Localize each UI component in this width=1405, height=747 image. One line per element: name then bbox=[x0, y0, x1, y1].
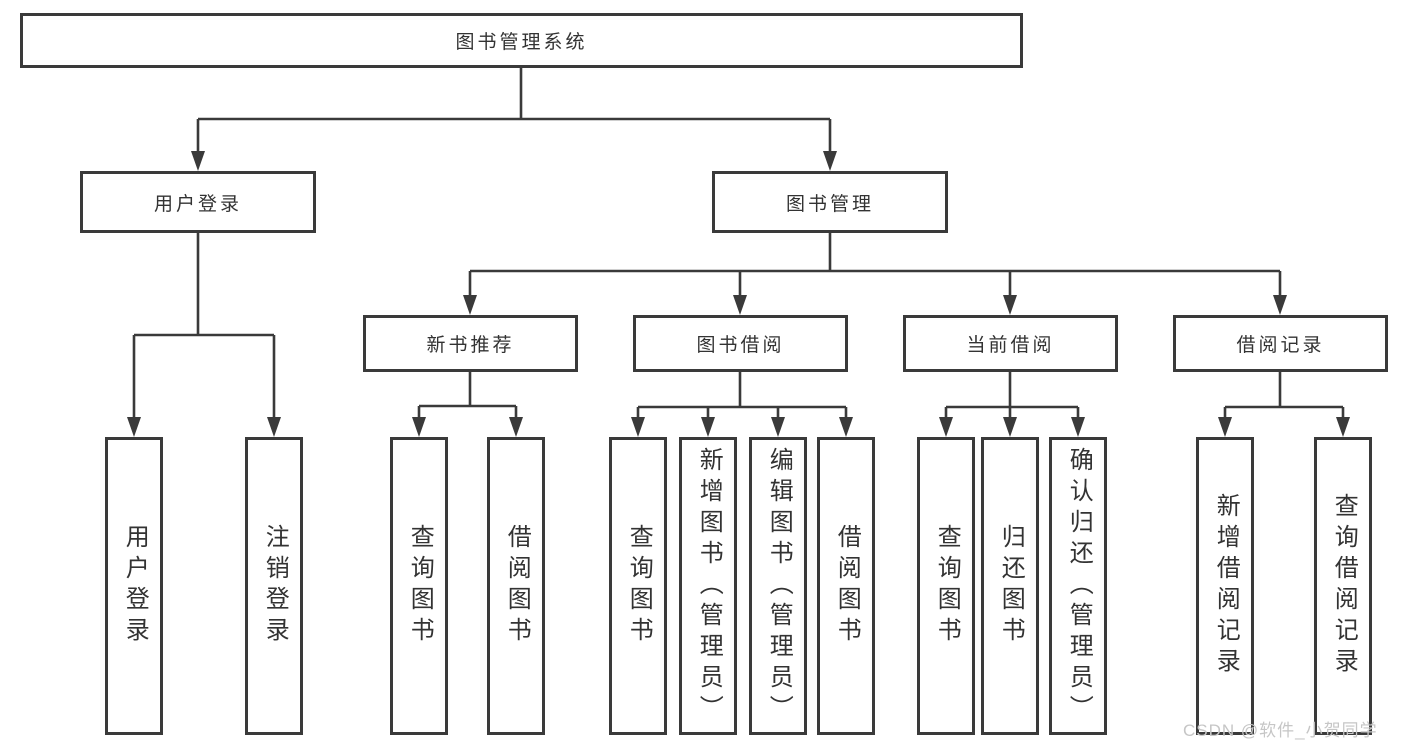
leaf-label: 注销登录 bbox=[261, 524, 289, 648]
leaf-borrow-books-recommend: 借阅图书 bbox=[487, 437, 545, 735]
leaf-label: 查询借阅记录 bbox=[1330, 493, 1358, 679]
node-current-borrowing: 当前借阅 bbox=[903, 315, 1118, 372]
leaf-return-book: 归还图书 bbox=[981, 437, 1039, 735]
node-label: 图书管理系统 bbox=[455, 32, 588, 53]
leaf-label: 借阅图书 bbox=[833, 524, 861, 648]
leaf-label: 归还图书 bbox=[997, 524, 1025, 648]
node-library-system-root: 图书管理系统 bbox=[20, 13, 1023, 68]
leaf-label: 确认归还（管理员） bbox=[1065, 446, 1093, 726]
leaf-label: 查询图书 bbox=[933, 524, 961, 648]
leaf-label: 编辑图书（管理员） bbox=[765, 446, 793, 726]
node-borrowing-records: 借阅记录 bbox=[1173, 315, 1388, 372]
leaf-confirm-return-admin: 确认归还（管理员） bbox=[1049, 437, 1107, 735]
leaf-edit-book-admin: 编辑图书（管理员） bbox=[749, 437, 807, 735]
node-label: 借阅记录 bbox=[1236, 335, 1325, 356]
node-label: 当前借阅 bbox=[966, 335, 1055, 356]
leaf-label: 新增图书（管理员） bbox=[695, 446, 723, 726]
node-label: 新书推荐 bbox=[426, 335, 515, 356]
csdn-watermark: CSDN @软件_小贺同学 bbox=[1183, 721, 1378, 740]
leaf-add-borrow-record: 新增借阅记录 bbox=[1196, 437, 1254, 735]
leaf-query-books-borrowing: 查询图书 bbox=[609, 437, 667, 735]
leaf-label: 用户登录 bbox=[121, 524, 149, 648]
node-user-login: 用户登录 bbox=[80, 171, 316, 233]
leaf-label: 查询图书 bbox=[406, 524, 434, 648]
leaf-label: 查询图书 bbox=[625, 524, 653, 648]
leaf-query-books-recommend: 查询图书 bbox=[390, 437, 448, 735]
node-book-management: 图书管理 bbox=[712, 171, 948, 233]
node-label: 图书管理 bbox=[785, 193, 874, 215]
leaf-label: 新增借阅记录 bbox=[1212, 493, 1240, 679]
leaf-query-borrow-record: 查询借阅记录 bbox=[1314, 437, 1372, 735]
leaf-borrow-books-borrowing: 借阅图书 bbox=[817, 437, 875, 735]
leaf-user-login: 用户登录 bbox=[105, 437, 163, 735]
node-book-borrowing: 图书借阅 bbox=[633, 315, 848, 372]
leaf-query-books-current: 查询图书 bbox=[917, 437, 975, 735]
leaf-label: 借阅图书 bbox=[503, 524, 531, 648]
node-label: 图书借阅 bbox=[696, 335, 785, 356]
leaf-add-book-admin: 新增图书（管理员） bbox=[679, 437, 737, 735]
leaf-logout: 注销登录 bbox=[245, 437, 303, 735]
node-new-book-recommendation: 新书推荐 bbox=[363, 315, 578, 372]
node-label: 用户登录 bbox=[153, 193, 242, 215]
